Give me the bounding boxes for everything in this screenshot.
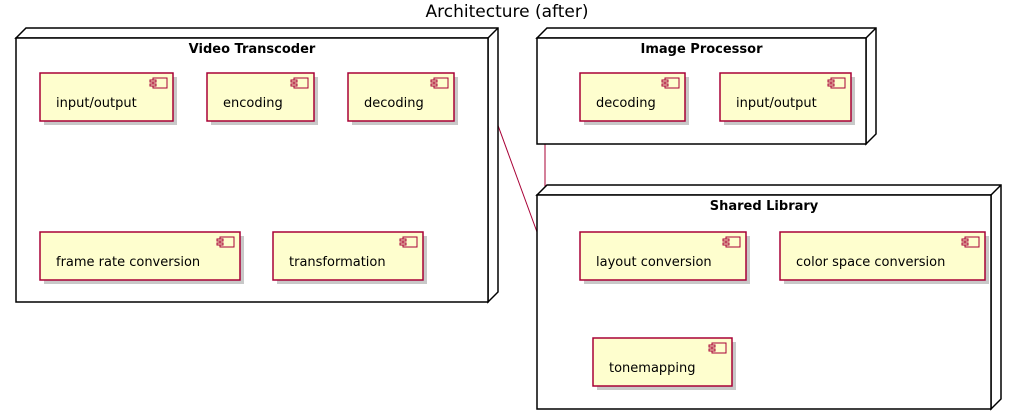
component-icon (216, 236, 235, 248)
node-shared-library: Shared Library layout conversion color spa… (535, 184, 1002, 411)
component-icon (961, 236, 980, 248)
node-depth-edge (865, 27, 877, 39)
component-icon (149, 77, 168, 89)
node-title: Shared Library (710, 199, 819, 214)
component-input-output: input/output (39, 72, 177, 125)
component-icon (708, 342, 727, 354)
node-image-processor: Image Processor decoding input/output (535, 27, 877, 146)
node-depth-edge (487, 27, 499, 39)
component-frame-rate-conversion: frame rate conversion (39, 231, 244, 284)
component-box (272, 231, 424, 281)
component-label: transformation (289, 255, 386, 270)
component-box (779, 231, 986, 281)
component-icon (827, 77, 846, 89)
component-color-space-conversion: color space conversion (779, 231, 989, 284)
node-depth-edge (990, 184, 1002, 196)
component-label: tonemapping (609, 361, 696, 376)
component-decoding: decoding (579, 72, 689, 125)
component-label: input/output (56, 96, 137, 111)
component-layout-conversion: layout conversion (579, 231, 750, 284)
component-label: input/output (736, 96, 817, 111)
connector-video-transcoder-to-shared-library (495, 119, 538, 233)
component-icon (399, 236, 418, 248)
diagram-title: Architecture (after) (426, 2, 589, 22)
node-title: Image Processor (640, 42, 763, 57)
component-tonemapping: tonemapping (592, 337, 736, 390)
component-icon (722, 236, 741, 248)
component-label: layout conversion (596, 255, 712, 270)
component-box (579, 231, 747, 281)
component-box (39, 231, 241, 281)
component-icon (661, 77, 680, 89)
component-encoding: encoding (206, 72, 318, 125)
component-label: decoding (596, 96, 656, 111)
component-label: frame rate conversion (56, 255, 200, 270)
component-label: color space conversion (796, 255, 945, 270)
component-icon (290, 77, 309, 89)
node-title: Video Transcoder (189, 42, 316, 57)
component-input-output: input/output (719, 72, 855, 125)
node-video-transcoder: Video Transcoder input/output encoding deco… (14, 27, 499, 304)
component-label: encoding (223, 96, 283, 111)
component-decoding: decoding (347, 72, 458, 125)
component-label: decoding (364, 96, 424, 111)
component-transformation: transformation (272, 231, 427, 284)
component-icon (430, 77, 449, 89)
